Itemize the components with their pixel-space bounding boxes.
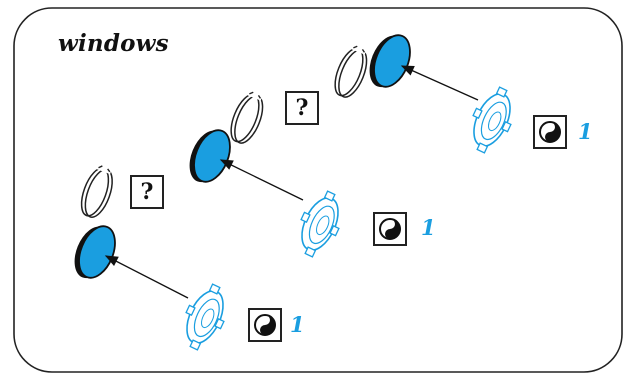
step-group-2	[189, 87, 407, 258]
window-disc-icon	[74, 225, 116, 279]
bezel-icon	[185, 283, 225, 351]
install-arrow	[400, 65, 479, 101]
step-count: 1	[421, 215, 436, 240]
window-disc-icon	[369, 34, 411, 88]
diagram-frame	[13, 7, 623, 373]
step-group-1	[74, 161, 282, 351]
retaining-ring-icon	[230, 87, 264, 144]
tool-icon-box	[373, 212, 407, 246]
bezel-icon	[300, 190, 340, 258]
install-arrow	[219, 159, 304, 201]
unknown-part-box: ?	[285, 91, 319, 125]
install-arrow	[104, 255, 189, 299]
step-count: 1	[290, 312, 305, 337]
tool-icon-box	[533, 115, 567, 149]
unknown-part-box: ?	[130, 175, 164, 209]
tool-icon-box	[248, 308, 282, 342]
diagram-title: windows	[58, 30, 169, 57]
bezel-icon	[472, 86, 512, 154]
step-group-3	[334, 34, 567, 154]
window-disc-icon	[189, 129, 231, 183]
retaining-ring-icon	[80, 161, 113, 218]
step-count: 1	[578, 119, 593, 144]
retaining-ring-icon	[334, 41, 368, 98]
